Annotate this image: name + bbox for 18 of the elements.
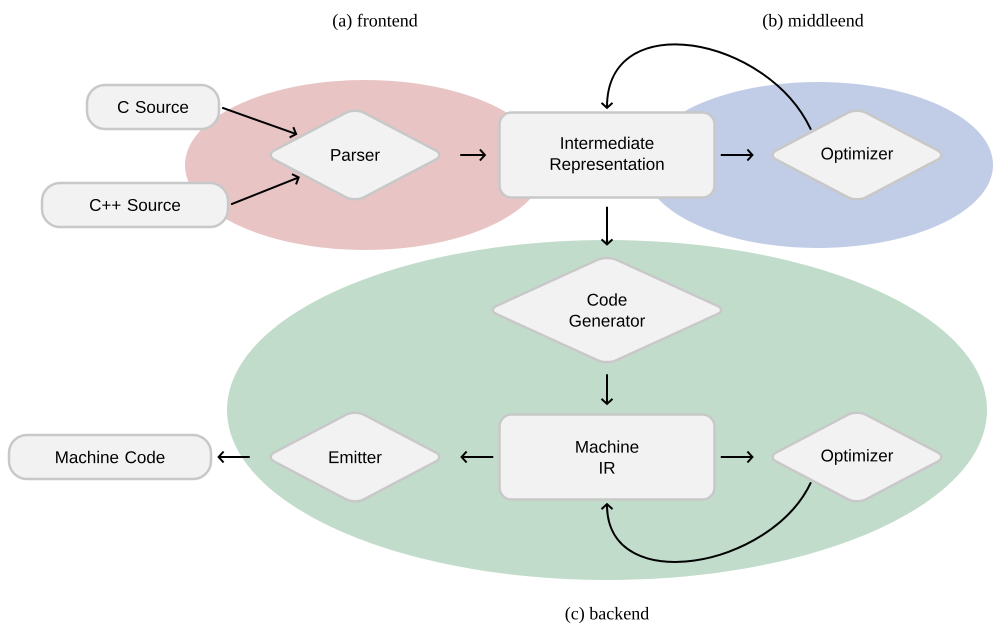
- arrow: [600, 206, 614, 246]
- process-box: Intermediate Representation: [498, 111, 716, 199]
- process-box: Machine IR: [498, 413, 716, 501]
- region-label: (c) backend: [566, 606, 650, 624]
- terminal-box: C++ Source: [40, 182, 230, 228]
- terminal-box: C Source: [86, 84, 220, 130]
- arrow: [720, 450, 754, 464]
- arrow: [600, 482, 812, 563]
- region-label: (a) frontend: [333, 14, 418, 30]
- arrow: [460, 450, 494, 464]
- arrow: [222, 106, 298, 138]
- region-label: (b) middleend: [763, 14, 864, 30]
- arrow: [600, 374, 614, 406]
- arrow: [720, 148, 754, 162]
- arrow: [600, 43, 812, 130]
- terminal-box: Machine Code: [8, 434, 212, 480]
- arrow: [460, 148, 486, 162]
- arrow: [230, 173, 300, 206]
